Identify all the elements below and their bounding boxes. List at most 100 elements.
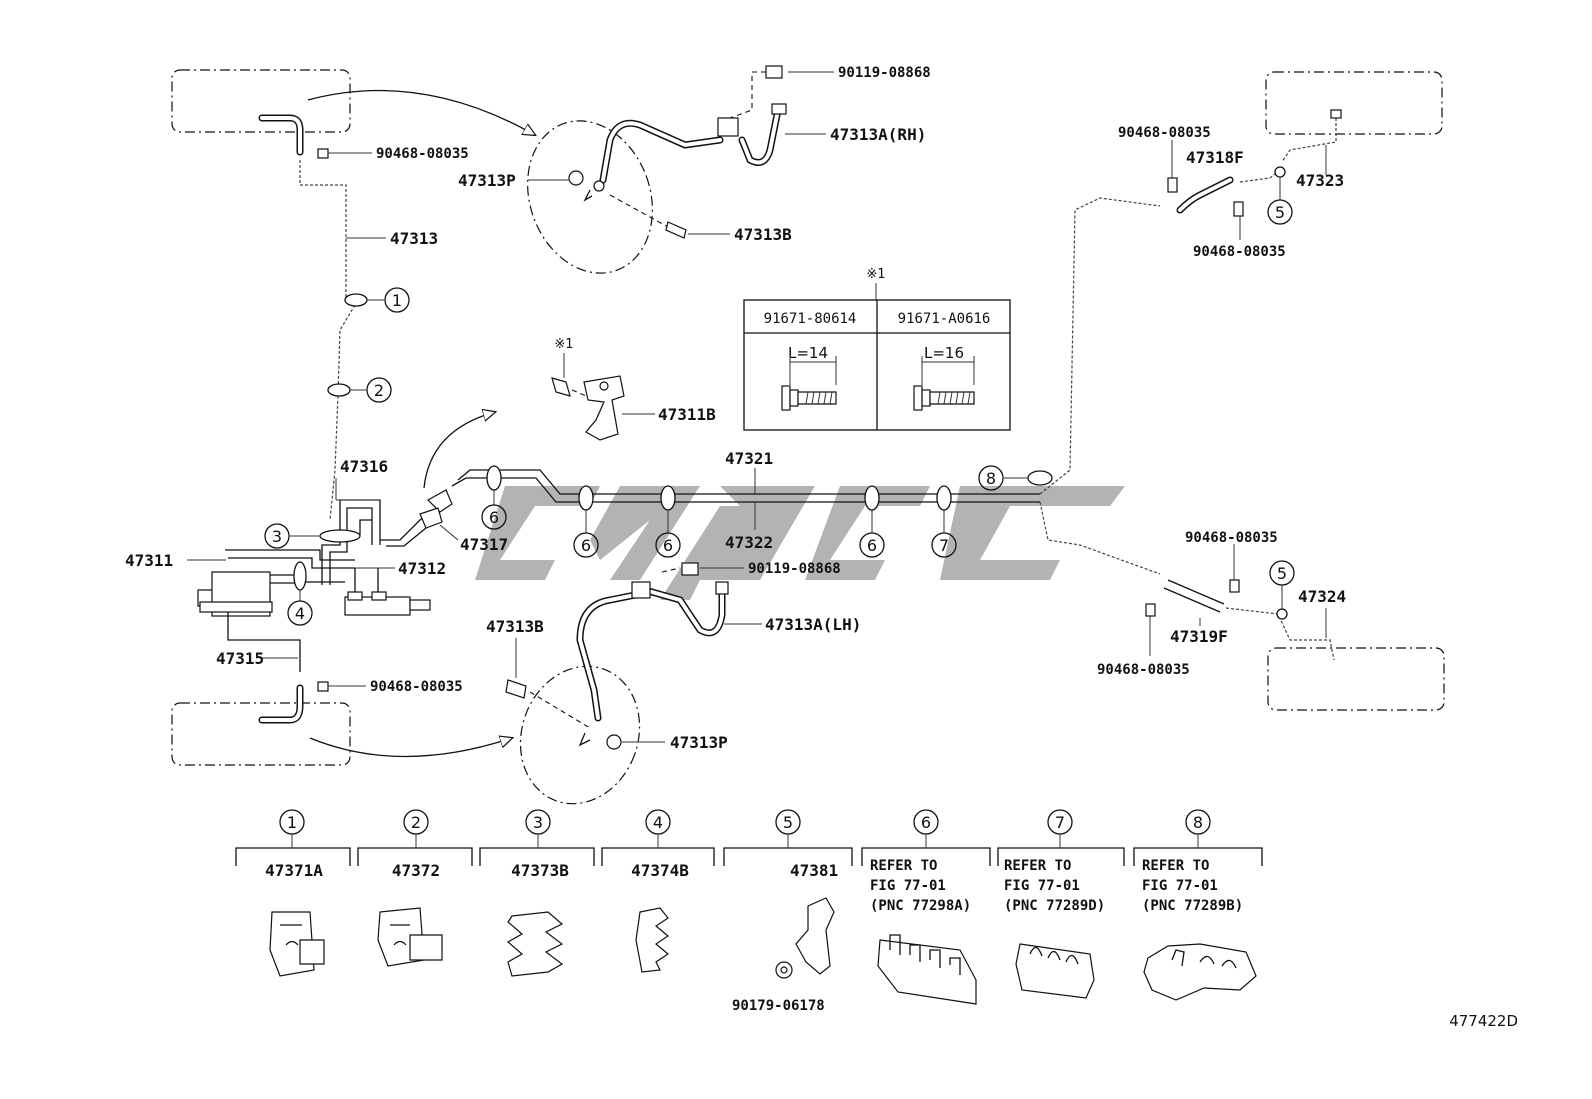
front-left-wheel-zone: 90468-08035 47313 [171, 69, 535, 521]
legend-item-8: 8 REFER TO FIG 77-01 (PNC 77289B) [1133, 809, 1263, 1001]
part-label-47317: 47317 [460, 535, 508, 554]
svg-text:3: 3 [533, 813, 543, 832]
clip-callout-2: 2 [327, 377, 392, 403]
clip-callout-3: 3 [264, 523, 361, 549]
part-label-90468-08035-f: 90468-08035 [1097, 662, 1190, 678]
part-label-90119-08868-mid: 90119-08868 [748, 561, 841, 577]
legend-part-47381: 47381 [790, 861, 838, 880]
part-label-90468-08035-c: 90468-08035 [1118, 125, 1211, 141]
clip-callout-6b: 6 [573, 485, 599, 558]
svg-text:REFER TO: REFER TO [1004, 858, 1071, 874]
part-label-47319F: 47319F [1170, 627, 1228, 646]
clip-callout-7: 7 [931, 485, 957, 558]
part-label-47313P-bot: 47313P [670, 733, 728, 752]
svg-text:REFER TO: REFER TO [1142, 858, 1209, 874]
clip-callout-4: 4 [287, 561, 313, 626]
svg-text:FIG 77-01: FIG 77-01 [1142, 878, 1218, 894]
part-label-47311B: 47311B [658, 405, 716, 424]
legend-ref-77298A: (PNC 77298A) [870, 898, 971, 914]
svg-text:2: 2 [411, 813, 421, 832]
figure-code: 477422D [1449, 1012, 1518, 1030]
svg-text:8: 8 [1193, 813, 1203, 832]
bolt-code-1: 91671-80614 [764, 311, 857, 327]
rear-lower-zone: 90468-08035 5 47324 47319F 90468-08035 [1097, 530, 1445, 711]
bolt-code-2: 91671-A0616 [898, 311, 991, 327]
legend-item-7: 7 REFER TO FIG 77-01 (PNC 77289D) [997, 809, 1125, 999]
legend-item-2: 2 47372 [357, 809, 473, 967]
legend: 1 47371A 2 47372 3 47373B [235, 809, 1263, 1014]
legend-part-90179-06178: 90179-06178 [732, 998, 825, 1014]
part-label-47315: 47315 [216, 649, 264, 668]
part-label-47313A-LH: 47313A(LH) [765, 615, 861, 634]
part-label-47323: 47323 [1296, 171, 1344, 190]
bolt-length-1: L=14 [788, 344, 828, 362]
svg-text:REFER TO: REFER TO [870, 858, 937, 874]
bolt-icon-2 [913, 385, 975, 411]
callout-5b: 5 [1277, 564, 1287, 583]
legend-part-47374B: 47374B [631, 861, 689, 880]
svg-text:7: 7 [1055, 813, 1065, 832]
part-label-47313: 47313 [390, 229, 438, 248]
part-label-47313B-top: 47313B [734, 225, 792, 244]
part-label-90468-08035-b: 90468-08035 [370, 679, 463, 695]
svg-text:6: 6 [921, 813, 931, 832]
clip-callout-1: 1 [344, 287, 410, 313]
legend-part-47372: 47372 [392, 861, 440, 880]
callout-4: 4 [295, 604, 305, 623]
svg-text:5: 5 [783, 813, 793, 832]
callout-6a: 6 [489, 508, 499, 527]
part-label-90119-08868-top: 90119-08868 [838, 65, 931, 81]
part-label-47324: 47324 [1298, 587, 1346, 606]
callout-2: 2 [374, 381, 384, 400]
part-label-90468-08035-d: 90468-08035 [1193, 244, 1286, 260]
callout-3: 3 [272, 527, 282, 546]
clip-callout-6a: 6 [481, 465, 507, 530]
note-mark: ※1 [866, 267, 885, 282]
legend-part-47373B: 47373B [511, 861, 569, 880]
part-label-47313P-top: 47313P [458, 171, 516, 190]
bolt-table: ※1 91671-80614 91671-A0616 L=14 L=16 [743, 267, 1011, 431]
master-cylinder-cluster: 47316 47317 47311 47312 [125, 457, 508, 672]
svg-text:FIG 77-01: FIG 77-01 [1004, 878, 1080, 894]
svg-text:1: 1 [287, 813, 297, 832]
callout-6c: 6 [663, 536, 673, 555]
legend-item-6: 6 REFER TO FIG 77-01 (PNC 77298A) [861, 809, 991, 1005]
note-mark-small: ※1 [554, 337, 573, 352]
clip-callout-8: 8 [978, 465, 1053, 491]
part-label-47313A-RH: 47313A(RH) [830, 125, 926, 144]
part-label-47313B-bot: 47313B [486, 617, 544, 636]
callout-8: 8 [986, 469, 996, 488]
lh-hose-detail [505, 562, 729, 805]
part-label-90468-08035-e: 90468-08035 [1185, 530, 1278, 546]
callout-6b: 6 [581, 536, 591, 555]
legend-item-5: 5 47381 90179-06178 [723, 809, 853, 1014]
callout-5a: 5 [1275, 203, 1285, 222]
part-label-47316: 47316 [340, 457, 388, 476]
part-label-90468-08035-a: 90468-08035 [376, 146, 469, 162]
svg-text:4: 4 [653, 813, 663, 832]
legend-ref-77289D: (PNC 77289D) [1004, 898, 1105, 914]
bracket-47311B: ※1 47311B [551, 337, 716, 441]
part-label-47312: 47312 [398, 559, 446, 578]
legend-part-47371A: 47371A [265, 861, 323, 880]
rear-upper-zone: 47323 90468-08035 47318F 90468-08035 5 [1118, 71, 1443, 260]
callout-1: 1 [392, 291, 402, 310]
part-label-47311: 47311 [125, 551, 173, 570]
part-label-47322: 47322 [725, 533, 773, 552]
main-tube-run [451, 197, 1161, 575]
watermark-logo [475, 486, 1125, 600]
part-label-47318F: 47318F [1186, 148, 1244, 167]
callout-7: 7 [939, 536, 949, 555]
clip-callout-6c: 6 [655, 485, 681, 558]
front-right-wheel-zone: 47315 90468-08035 [171, 649, 512, 766]
bolt-length-2: L=16 [924, 344, 964, 362]
legend-item-3: 3 47373B [479, 809, 595, 977]
legend-item-1: 1 47371A [235, 809, 351, 977]
legend-item-4: 4 47374B [601, 809, 715, 973]
svg-text:FIG 77-01: FIG 77-01 [870, 878, 946, 894]
clip-callout-6d: 6 [859, 485, 885, 558]
callout-6d: 6 [867, 536, 877, 555]
part-label-47321: 47321 [725, 449, 773, 468]
legend-ref-77289B: (PNC 77289B) [1142, 898, 1243, 914]
